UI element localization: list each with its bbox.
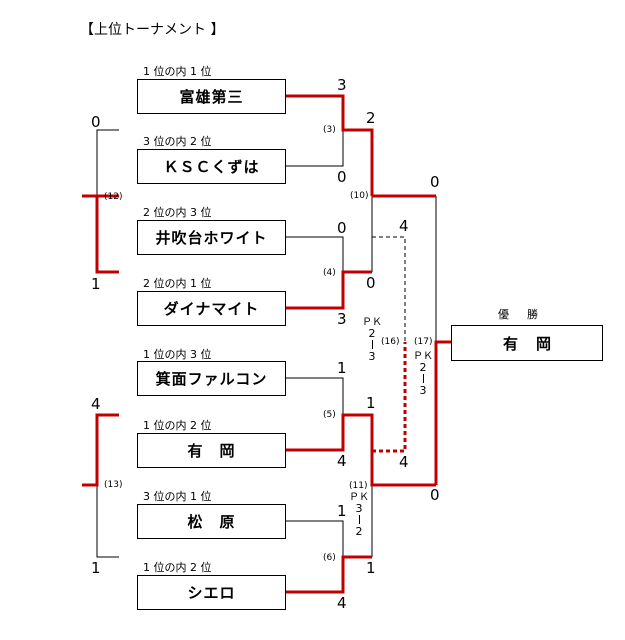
team-5-name: 箕面ファルコン <box>155 370 268 388</box>
score-m3-bottom: 0 <box>337 168 347 186</box>
team-3-name: 井吹台ホワイト <box>155 229 268 247</box>
pk-m16: ＰＫ 2 3 <box>362 317 382 363</box>
team-3-seed: 2 位の内 3 位 <box>143 206 212 219</box>
match-number-12: (12) <box>104 192 123 202</box>
line-m3-loser <box>286 130 344 167</box>
line-m6-loser <box>286 520 344 557</box>
score-m16-top: 4 <box>399 217 409 235</box>
match-number-10: (10) <box>350 191 369 201</box>
score-m13-bottom: 1 <box>91 559 101 577</box>
score-m12-top: 0 <box>91 113 101 131</box>
team-2-name: ＫＳＣくずは <box>163 158 260 176</box>
line-m16-dashed <box>372 236 406 342</box>
pk-m11: ＰＫ 3 2 <box>349 492 369 538</box>
match-number-5: (5) <box>323 410 336 420</box>
team-4-seed: 2 位の内 1 位 <box>143 277 212 290</box>
team-box-4: ダイナマイト <box>137 291 286 326</box>
team-box-1: 富雄第三 <box>137 79 286 114</box>
match-number-11: (11) <box>349 481 368 491</box>
score-m10-bottom: 0 <box>366 274 376 292</box>
score-m10-top: 2 <box>366 109 376 127</box>
page-title: 【上位トーナメント 】 <box>80 22 225 38</box>
score-m13-top: 4 <box>91 395 101 413</box>
champion-name: 有岡 <box>502 334 569 353</box>
pk-m17-label: ＰＫ <box>413 351 433 362</box>
team-box-7: 松 原 <box>137 504 286 539</box>
line-m17-winner <box>434 340 451 485</box>
champion-label: 優勝 <box>498 308 556 321</box>
team-1-name: 富雄第三 <box>179 88 244 106</box>
team-6-name: 有 岡 <box>187 442 236 460</box>
line-m13-winner <box>82 413 119 487</box>
score-m4-bottom: 3 <box>337 310 347 328</box>
score-m6-bottom: 4 <box>337 594 347 612</box>
pk-m17-a: 2 <box>419 361 427 374</box>
pk-m16-label: ＰＫ <box>362 317 382 328</box>
line-m5-loser <box>286 377 344 415</box>
score-m4-top: 0 <box>337 219 347 237</box>
pk-m11-b: 2 <box>355 525 363 538</box>
team-box-3: 井吹台ホワイト <box>137 220 286 255</box>
line-m12-winner-a <box>82 194 119 274</box>
score-m11-bottom: 1 <box>366 559 376 577</box>
pk-m17: ＰＫ 2 3 <box>413 351 433 397</box>
pk-m16-a: 2 <box>368 327 376 340</box>
team-5-seed: 1 位の内 3 位 <box>143 348 212 361</box>
match-number-4: (4) <box>323 268 336 278</box>
score-m16-bottom: 4 <box>399 453 409 471</box>
team-8-seed: 1 位の内 2 位 <box>143 561 212 574</box>
score-m3-top: 3 <box>337 76 347 94</box>
team-box-5: 箕面ファルコン <box>137 361 286 396</box>
score-m5-bottom: 4 <box>337 452 347 470</box>
team-4-name: ダイナマイト <box>163 300 260 318</box>
line-m4-loser <box>286 236 344 272</box>
team-box-6: 有 岡 <box>137 433 286 468</box>
score-m17-top: 0 <box>430 173 440 191</box>
team-1-seed: 1 位の内 1 位 <box>143 65 212 78</box>
line-m4-winner <box>286 270 372 310</box>
score-m5-top: 1 <box>337 359 347 377</box>
team-box-2: ＫＳＣくずは <box>137 149 286 184</box>
champion-box: 有岡 <box>451 325 603 361</box>
score-m6-top: 1 <box>337 502 347 520</box>
match-number-13: (13) <box>104 480 123 490</box>
line-m16-winner <box>372 342 407 453</box>
pk-m16-b: 3 <box>368 350 376 363</box>
team-7-seed: 3 位の内 1 位 <box>143 490 212 503</box>
team-2-seed: 3 位の内 2 位 <box>143 135 212 148</box>
line-m6-winner <box>286 555 372 594</box>
team-6-seed: 1 位の内 2 位 <box>143 419 212 432</box>
score-m17-bottom: 0 <box>430 486 440 504</box>
pk-m17-b: 3 <box>419 384 427 397</box>
team-box-8: シエロ <box>137 575 286 610</box>
pk-m11-a: 3 <box>355 502 363 515</box>
pk-m11-label: ＰＫ <box>349 492 369 503</box>
line-m5-winner <box>286 413 436 487</box>
score-m12-bottom: 1 <box>91 275 101 293</box>
team-7-name: 松 原 <box>187 513 236 531</box>
match-number-17: (17) <box>414 337 433 347</box>
match-number-16: (16) <box>381 337 400 347</box>
match-number-6: (6) <box>323 553 336 563</box>
match-number-3: (3) <box>323 125 336 135</box>
score-m11-top: 1 <box>366 394 376 412</box>
line-m3-winner <box>286 94 374 196</box>
team-8-name: シエロ <box>187 584 236 602</box>
